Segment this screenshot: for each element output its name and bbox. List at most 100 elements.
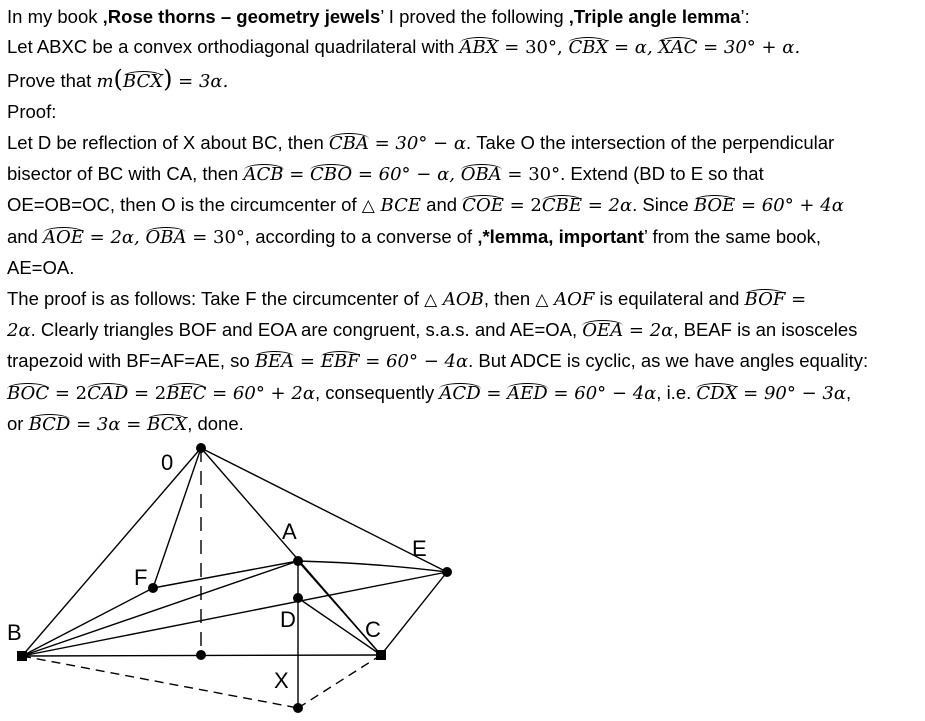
intro-text-3: ’: — [740, 6, 750, 27]
text: The proof is as follows: Take F the circ… — [7, 287, 425, 309]
math: = 60° − 4α — [359, 351, 469, 373]
math: AOB — [437, 288, 484, 310]
angle-cbe: CBE — [541, 195, 582, 217]
label-d: D — [280, 607, 296, 632]
point-c — [376, 650, 386, 660]
line-8: and AOE = 2α, OBA = 30°, according to a … — [7, 222, 919, 253]
figure-points — [17, 443, 452, 713]
triangle-symbol: △ — [535, 289, 549, 310]
label-c: C — [365, 617, 381, 642]
segment-ba — [21, 560, 299, 657]
geometry-figure: 0 A E F B D C X — [7, 443, 452, 713]
math: 2α — [7, 320, 31, 342]
angle-cbx: CBX — [568, 37, 609, 59]
angle-boe: BOE — [693, 195, 736, 217]
text: bisector of BC with CA, then — [7, 163, 244, 185]
angle-oba: OBA — [145, 226, 187, 248]
text: is equilateral and — [594, 287, 745, 309]
text: and — [7, 225, 44, 247]
text: , i.e. — [656, 381, 697, 403]
math: = — [294, 351, 321, 373]
angle-acb: ACB — [243, 164, 284, 186]
angle-bcd: BCD — [28, 414, 71, 436]
segment-bx-dashed — [21, 655, 299, 709]
angle-aoe: AOE — [43, 226, 84, 248]
measure-symbol: m — [96, 70, 114, 92]
angle-cba: CBA — [328, 132, 369, 154]
text: , according to a converse of — [244, 225, 478, 247]
line-12: trapezoid with BF=AF=AE, so BEA = EBF = … — [7, 346, 919, 377]
segment-be — [21, 571, 448, 657]
math: = 3α. — [172, 70, 229, 92]
text: or — [7, 413, 29, 435]
segment-oe — [200, 447, 448, 573]
book-title: ‚Rose thorns – geometry jewels — [102, 6, 381, 27]
math: = 60° − α, — [352, 164, 461, 186]
point-a — [293, 556, 303, 566]
text: Prove that — [7, 69, 97, 91]
text: . But ADCE is cyclic, as we have angles … — [468, 350, 869, 372]
text: . Since — [632, 194, 694, 216]
figure-labels: 0 A E F B D C X — [7, 450, 427, 693]
segment-ce — [380, 571, 448, 656]
math: = 2α — [623, 320, 674, 342]
lemma-reference: ‚*lemma, important — [477, 225, 644, 247]
math: = 2 — [49, 382, 88, 404]
text: , BEAF is an isosceles — [673, 319, 858, 341]
segment-bf — [21, 587, 154, 657]
math: = 90° − 3α — [737, 382, 846, 404]
segment-of — [152, 447, 202, 589]
math: AOF — [548, 288, 595, 310]
line-6: bisector of BC with CA, then ACB = CBO =… — [7, 159, 919, 190]
triangle-symbol: △ — [424, 289, 438, 310]
line-13: BOC = 2CAD = 2BEC = 60° + 2α, consequent… — [7, 378, 919, 409]
math: = 30°, — [498, 37, 569, 59]
angle-bcx: BCX — [147, 414, 188, 436]
math: = 30° − α — [368, 132, 467, 154]
line-7: OE=OB=OC, then O is the circumcenter of … — [7, 190, 919, 221]
math: = 60° + 4α — [735, 195, 844, 217]
angle-bcx: BCX — [122, 70, 164, 92]
math: = 60° + 2α — [206, 382, 315, 404]
math: = — [480, 382, 508, 404]
text: and — [421, 194, 463, 216]
math: = 2α — [581, 195, 633, 217]
math: = 30° — [501, 164, 561, 186]
text: . Take O the intersection of the perpend… — [466, 131, 835, 153]
point-f — [148, 583, 158, 593]
angle-oea: OEA — [582, 320, 624, 342]
text: ’ from the same book, — [643, 225, 822, 247]
label-b: B — [7, 620, 22, 645]
label-x: X — [274, 668, 289, 693]
math: BCE — [374, 195, 422, 217]
line-5: Let D be reflection of X about BC, then … — [7, 128, 919, 159]
triangle-symbol: △ — [361, 196, 375, 217]
figure-lines — [21, 447, 448, 709]
angle-cad: CAD — [87, 382, 129, 404]
line-4: Proof: — [7, 101, 57, 123]
angle-oba: OBA — [460, 164, 502, 186]
math: = 3α = — [70, 414, 148, 436]
text: Let ABXC be a convex orthodiagonal quadr… — [7, 36, 460, 58]
segment-bo — [21, 447, 202, 657]
paren-open: ( — [113, 64, 123, 93]
intro-text: In my book — [7, 6, 103, 27]
angle-bof: BOF — [744, 288, 786, 310]
arc-ae — [297, 560, 448, 573]
point-midpoint — [196, 650, 206, 660]
text: Let D be reflection of X about BC, then — [7, 131, 329, 153]
text: . Clearly triangles BOF and EOA are cong… — [30, 319, 583, 341]
math: = — [785, 288, 807, 310]
point-o — [196, 443, 206, 453]
math: = 30° — [186, 226, 245, 248]
point-x — [293, 703, 303, 713]
line-3: Prove that m(BCX) = 3α. — [7, 64, 919, 97]
text: , done. — [187, 413, 244, 435]
text: , consequently — [314, 381, 440, 403]
proof-text: In my book ‚Rose thorns – geometry jewel… — [7, 2, 919, 441]
angle-cbo: CBO — [310, 164, 353, 186]
segment-fa — [152, 560, 299, 589]
intro-text-2: ’ I proved the following — [380, 6, 569, 27]
angle-coe: COE — [462, 195, 504, 217]
text: , then — [483, 287, 536, 309]
